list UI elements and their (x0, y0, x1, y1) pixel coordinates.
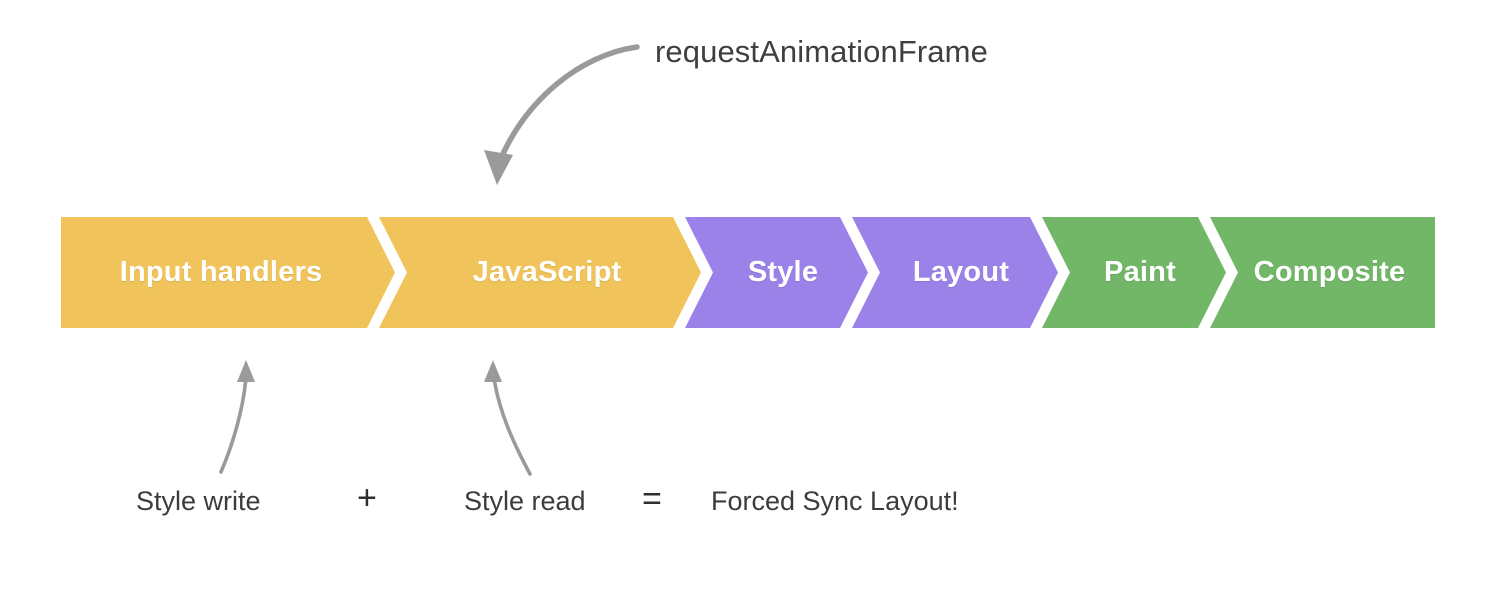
segment-label-javascript: JavaScript (472, 256, 622, 288)
segment-label-paint: Paint (1104, 256, 1176, 288)
equation-equals-operator: = (642, 480, 662, 518)
equation-plus-operator: + (357, 479, 377, 517)
segment-label-style: Style (747, 256, 819, 288)
segment-shape-paint[interactable] (1042, 217, 1226, 328)
request-animation-frame-label: requestAnimationFrame (655, 34, 988, 69)
style-read-arrow (484, 360, 532, 476)
segment-label-layout: Layout (912, 256, 1010, 288)
segment-shape-style[interactable] (685, 217, 868, 328)
raf-curved-arrow (484, 44, 640, 185)
segment-label-input-handlers: Input handlers (119, 256, 323, 288)
pipeline-shapes (61, 217, 1435, 328)
equation-result-forced-sync-layout: Forced Sync Layout! (711, 486, 959, 516)
segment-shape-input-handlers[interactable] (61, 217, 395, 328)
equation-term-style-write: Style write (136, 486, 261, 516)
style-write-arrow (219, 360, 255, 474)
browser-rendering-pipeline: Input handlers JavaScript Style Layout P… (61, 217, 1435, 328)
segment-shape-javascript[interactable] (379, 217, 701, 328)
segment-shape-composite[interactable] (1210, 217, 1435, 328)
segment-label-composite: Composite (1253, 256, 1406, 288)
equation-term-style-read: Style read (464, 486, 586, 516)
segment-shape-layout[interactable] (852, 217, 1058, 328)
